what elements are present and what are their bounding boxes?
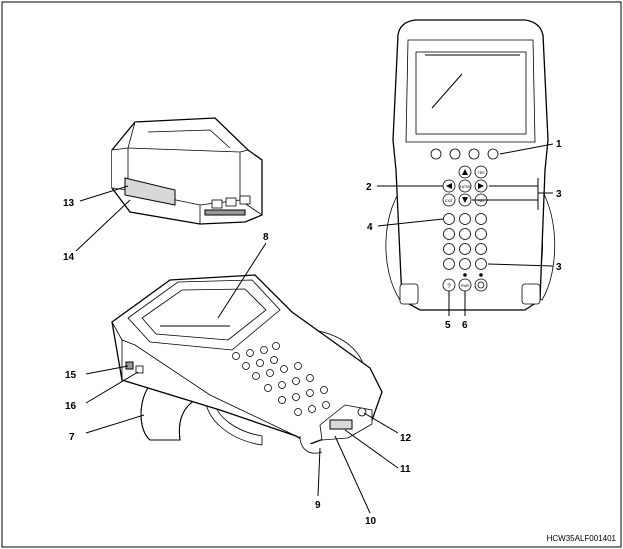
callout-10: 10 [365, 516, 377, 527]
key-exit-label: EXIT [445, 199, 454, 203]
callout-6: 6 [462, 320, 468, 331]
callout-9: 9 [315, 500, 321, 511]
tech2-front-view [385, 19, 556, 311]
figure-id: HCW35ALF001401 [547, 534, 617, 543]
callout-13: 13 [63, 198, 75, 209]
pcmcia-card-module [111, 117, 263, 225]
callout-11: 11 [400, 464, 411, 475]
key-yes-label: YES [477, 171, 485, 175]
callout-5: 5 [445, 320, 451, 331]
callout-3b: 3 [556, 262, 562, 273]
callout-16: 16 [65, 401, 77, 412]
callout-14: 14 [63, 252, 75, 263]
callout-3a: 3 [556, 189, 562, 200]
callout-15: 15 [65, 370, 77, 381]
key-power-label: PWR [461, 284, 470, 288]
isometric-keypad [232, 342, 330, 416]
callout-4: 4 [367, 222, 373, 233]
key-no-label: NO [478, 199, 484, 203]
numeric-keypad [443, 213, 487, 270]
leader-lines [75, 143, 554, 514]
callout-2: 2 [366, 182, 372, 193]
callout-12: 12 [400, 433, 412, 444]
tech2-isometric-view [111, 274, 383, 454]
key-help-label: ? [447, 284, 451, 290]
callout-8: 8 [263, 232, 269, 243]
key-enter-label: ENTER [460, 185, 472, 189]
callout-1: 1 [556, 139, 562, 150]
callout-7: 7 [69, 432, 75, 443]
